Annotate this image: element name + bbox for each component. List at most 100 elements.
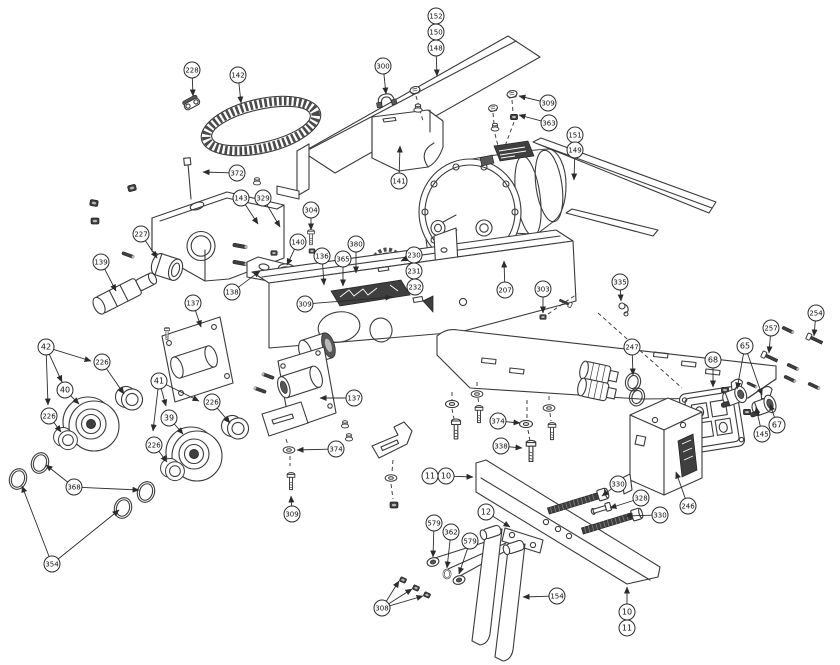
callout-bubble-39 [160, 409, 178, 427]
callout-label-363: 363 [542, 120, 555, 128]
callout-bubble-329 [254, 189, 272, 207]
callout-label-309: 309 [298, 301, 311, 309]
callout-304-14: 304 [302, 201, 320, 231]
callout-bubble-137 [184, 294, 202, 312]
callout-label-335: 335 [613, 279, 626, 287]
callout-579-59: 579 [425, 514, 443, 558]
callout-label-145: 145 [755, 431, 768, 439]
callout-150-4: 150 [427, 23, 445, 41]
callout-label-226: 226 [42, 413, 56, 421]
callout-label-11: 11 [622, 624, 632, 633]
callout-152-3: 152 [427, 7, 445, 25]
pawl-assembly-a [720, 378, 748, 408]
callout-11-52: 11 [421, 467, 439, 485]
callout-309-6: 309 [518, 94, 557, 112]
callout-230-21: 230 [400, 246, 423, 264]
callout-bubble-309 [296, 295, 314, 313]
mounting-strap-bar [475, 459, 661, 585]
callout-bubble-65 [736, 337, 754, 355]
callout-label-304: 304 [304, 207, 318, 215]
callout-363-7: 363 [518, 113, 558, 132]
callout-309-25: 309 [296, 294, 393, 313]
callout-39-42: 39 [160, 409, 184, 435]
callout-bubble-67 [768, 416, 786, 434]
callout-bubble-309 [283, 505, 301, 523]
frame-warning-label [330, 279, 411, 307]
callout-label-11: 11 [425, 472, 435, 481]
callout-bubble-354 [43, 555, 61, 573]
callout-label-300: 300 [376, 63, 389, 71]
callout-label-254: 254 [809, 310, 823, 318]
callout-bubble-226 [93, 353, 111, 371]
callout-42-37: 42 [37, 338, 92, 406]
tension-rod [183, 157, 192, 166]
callout-label-139: 139 [94, 259, 107, 267]
callout-label-257: 257 [764, 325, 777, 333]
callout-bubble-41 [150, 372, 168, 390]
callout-label-232: 232 [408, 284, 421, 292]
callout-365-19: 365 [334, 250, 352, 287]
callout-bubble-226 [145, 436, 163, 454]
callout-bubble-374 [327, 440, 345, 458]
callout-label-330: 330 [611, 481, 624, 489]
callout-label-12: 12 [481, 508, 491, 517]
callout-141-11: 141 [390, 145, 408, 190]
callout-label-246: 246 [681, 503, 695, 511]
callout-65-34: 65 [735, 337, 763, 396]
callout-142-1: 142 [229, 66, 247, 104]
callout-bubble-228 [183, 61, 201, 79]
callout-226-40: 226 [40, 407, 62, 433]
callout-label-365: 365 [336, 256, 349, 264]
drum-bushing [150, 253, 184, 281]
callout-label-67: 67 [772, 421, 782, 430]
callout-231-22: 231 [405, 262, 423, 280]
callout-bubble-226 [40, 407, 58, 425]
callout-label-141: 141 [392, 178, 405, 186]
callout-335-29: 335 [611, 273, 629, 302]
callout-bubble-138 [223, 283, 241, 301]
callout-bubble-372 [228, 164, 246, 182]
callout-bubble-300 [374, 57, 392, 75]
callout-bubble-579 [425, 514, 443, 532]
callout-bubble-140 [289, 233, 307, 251]
callout-354-46: 354 [21, 485, 120, 573]
callout-label-303: 303 [536, 286, 549, 294]
callout-136-18: 136 [313, 247, 331, 286]
callout-207-27: 207 [496, 260, 514, 299]
callout-bubble-11 [618, 619, 636, 637]
callout-label-227: 227 [134, 231, 147, 239]
callout-380-20: 380 [347, 235, 365, 274]
callout-374-48: 374 [296, 440, 345, 458]
callout-226-44: 226 [145, 436, 168, 463]
callout-330-55: 330 [601, 475, 627, 497]
callout-bubble-579 [461, 532, 479, 550]
drive-chain [200, 95, 322, 157]
motor-cover [371, 109, 444, 172]
callout-bubble-257 [762, 319, 780, 337]
callout-label-39: 39 [164, 414, 174, 423]
hose-fittings-247 [577, 360, 648, 409]
callout-246-58: 246 [675, 471, 697, 515]
callout-137-47: 137 [319, 389, 363, 407]
roller-bracket-left [161, 316, 234, 403]
callout-139-16: 139 [92, 253, 117, 292]
callout-254-30: 254 [807, 304, 825, 337]
callout-bubble-207 [496, 281, 514, 299]
callout-140-17: 140 [286, 233, 307, 266]
clip-335 [618, 302, 629, 317]
callout-bubble-149 [566, 141, 584, 159]
callout-328-56: 328 [609, 489, 650, 509]
motor-label [479, 140, 535, 167]
callout-label-226: 226 [205, 399, 219, 407]
callout-bubble-139 [92, 253, 110, 271]
callout-bubble-12 [477, 503, 495, 521]
pivot-bracket-12 [501, 527, 544, 554]
callout-label-68: 68 [708, 356, 718, 365]
callout-bubble-40 [56, 381, 74, 399]
callout-label-374: 374 [329, 446, 343, 454]
callout-151-8: 151 [566, 126, 584, 144]
callout-bubble-148 [427, 39, 445, 57]
angle-bracket-right [371, 421, 413, 509]
